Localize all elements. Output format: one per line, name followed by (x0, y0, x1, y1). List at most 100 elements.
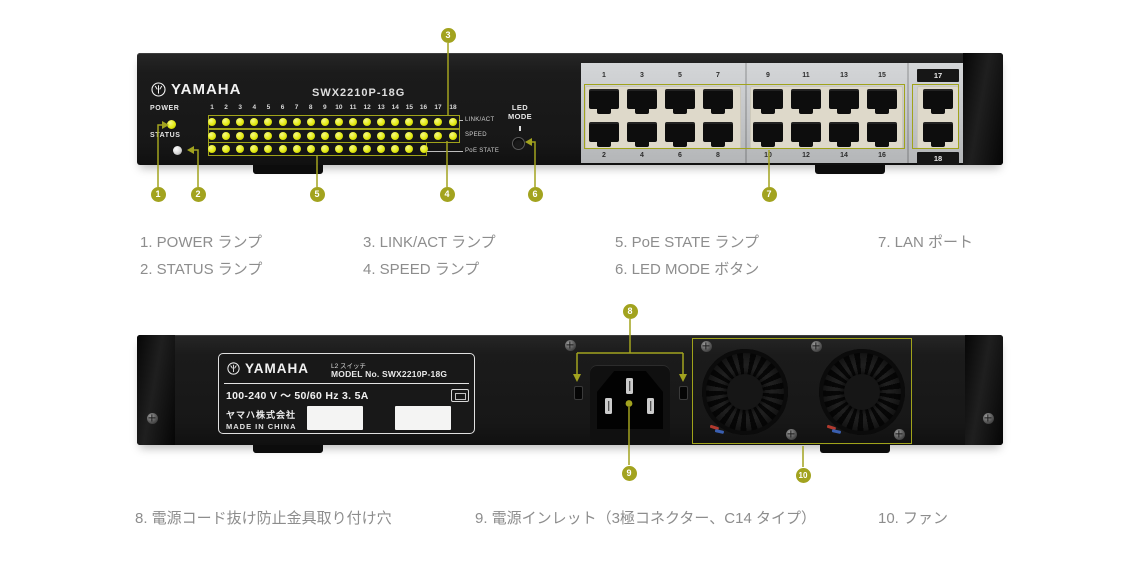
led-speed-2 (222, 131, 231, 140)
led-column-number: 10 (335, 104, 343, 111)
led-speed-12 (363, 131, 372, 140)
uplink-ports-highlight-rect (912, 84, 959, 149)
led-link-act-9 (320, 117, 329, 126)
arrowhead (162, 121, 169, 129)
arrowhead (573, 374, 581, 382)
lan-port-jack-1[interactable] (589, 89, 619, 109)
led-link-act-6 (278, 117, 287, 126)
lan-port-jack-18[interactable] (923, 122, 953, 142)
lan-port-jack-7[interactable] (703, 89, 733, 109)
led-speed-3 (236, 131, 245, 140)
callout-2: 2 (190, 186, 206, 202)
lan-port-jack-tab (931, 142, 945, 147)
port-number-bottom: 10 (764, 152, 772, 159)
led-column-number: 4 (252, 104, 257, 111)
port-number-top: 3 (640, 72, 644, 79)
callout-4: 4 (439, 186, 455, 202)
lan-port-jack-15[interactable] (867, 89, 897, 109)
callout-6: 6 (527, 186, 543, 202)
lan-port-jack-14[interactable] (829, 122, 859, 142)
lan-port-jack-tab (635, 142, 649, 147)
front-right-end-cap (963, 53, 1003, 165)
lan-port-jack-2[interactable] (589, 122, 619, 142)
arrowhead (525, 138, 532, 146)
led-column-number: 14 (391, 104, 399, 111)
lan-port-jack-tab (635, 109, 649, 114)
led-column-number: 16 (419, 104, 428, 111)
lan-port-jack-10[interactable] (753, 122, 783, 142)
cord-retainer-hole (574, 386, 583, 400)
led-speed-17 (434, 131, 442, 140)
rear-foot (820, 445, 890, 453)
screw (785, 428, 797, 440)
origin-text: MADE IN CHINA (226, 422, 297, 431)
led-column-number: 15 (405, 104, 413, 111)
port-number-top: 15 (878, 72, 886, 79)
lan-port-jack-13[interactable] (829, 89, 859, 109)
inlet-center-dot (625, 400, 633, 407)
power-led (167, 120, 176, 129)
lan-port-jack-9[interactable] (753, 89, 783, 109)
lan-port-jack-12[interactable] (791, 122, 821, 142)
front-foot (815, 165, 885, 174)
lan-port-jack-3[interactable] (627, 89, 657, 109)
rear-brand-wordmark: YAMAHA (245, 361, 310, 376)
rear-model-number: MODEL No. SWX2210P-18G (331, 369, 448, 379)
led-column-number: 11 (349, 104, 357, 111)
led-poe-state-9 (320, 144, 329, 153)
rear-yamaha-logo: YAMAHA (227, 361, 309, 376)
led-poe-state-15 (405, 144, 414, 153)
led-link-act-1 (208, 117, 216, 126)
legend-cord-retainer: 8. 電源コード抜け防止金具取り付け穴 (135, 510, 392, 527)
led-mode-label-line2: MODE (507, 112, 533, 121)
port-17-label-box: 17 (917, 69, 959, 82)
screw (982, 412, 994, 424)
port-number-top: 9 (766, 72, 770, 79)
led-poe-state-12 (363, 144, 372, 153)
led-column-number: 1 (210, 104, 214, 111)
power-label: POWER (150, 105, 180, 112)
front-model-number: SWX2210P-18G (312, 87, 406, 99)
lan-port-jack-6[interactable] (665, 122, 695, 142)
port-number-top: 1 (602, 72, 606, 79)
lan-port-jack-16[interactable] (867, 122, 897, 142)
lan-port-jack-tab (799, 142, 813, 147)
led-speed-8 (306, 131, 315, 140)
link-act-tick (459, 120, 463, 121)
screw (893, 428, 905, 440)
rear-panel-device: YAMAHA L2 スイッチ MODEL No. SWX2210P-18G 10… (137, 335, 1003, 453)
led-speed-13 (377, 131, 386, 140)
led-poe-state-4 (250, 144, 259, 153)
callout-3: 3 (440, 27, 456, 43)
rear-left-end-cap (137, 335, 175, 445)
link-act-row-label: LINK/ACT (465, 116, 495, 123)
lan-port-jack-8[interactable] (703, 122, 733, 142)
led-poe-state-16 (419, 144, 428, 153)
lan-port-jack-5[interactable] (665, 89, 695, 109)
front-foot (253, 165, 323, 174)
lan-port-jack-4[interactable] (627, 122, 657, 142)
lan-port-jack-tab (673, 109, 687, 114)
led-mode-button[interactable] (511, 136, 525, 150)
company-name: ヤマハ株式会社 (226, 410, 297, 420)
lan-port-jack-tab (761, 109, 775, 114)
rear-foot (253, 445, 323, 453)
lan-port-jack-tab (799, 109, 813, 114)
brand-wordmark: YAMAHA (171, 81, 242, 98)
screw (810, 340, 822, 352)
callout-line-1 (157, 124, 162, 187)
port-number-top: 5 (678, 72, 682, 79)
lan-port-jack-11[interactable] (791, 89, 821, 109)
led-column-number: 12 (363, 104, 371, 111)
lan-port-jack-17[interactable] (923, 89, 953, 109)
callout-line-8 (576, 319, 684, 375)
led-link-act-16 (419, 117, 428, 126)
rating-label-plate: YAMAHA L2 スイッチ MODEL No. SWX2210P-18G 10… (218, 353, 475, 434)
led-column-number: 9 (322, 104, 327, 111)
yamaha-logo: YAMAHA (151, 81, 241, 98)
yamaha-tuning-fork-icon (151, 82, 166, 97)
port-18-label-box: 18 (917, 152, 959, 165)
port-number-bottom: 6 (678, 152, 682, 159)
led-speed-16 (419, 131, 428, 140)
